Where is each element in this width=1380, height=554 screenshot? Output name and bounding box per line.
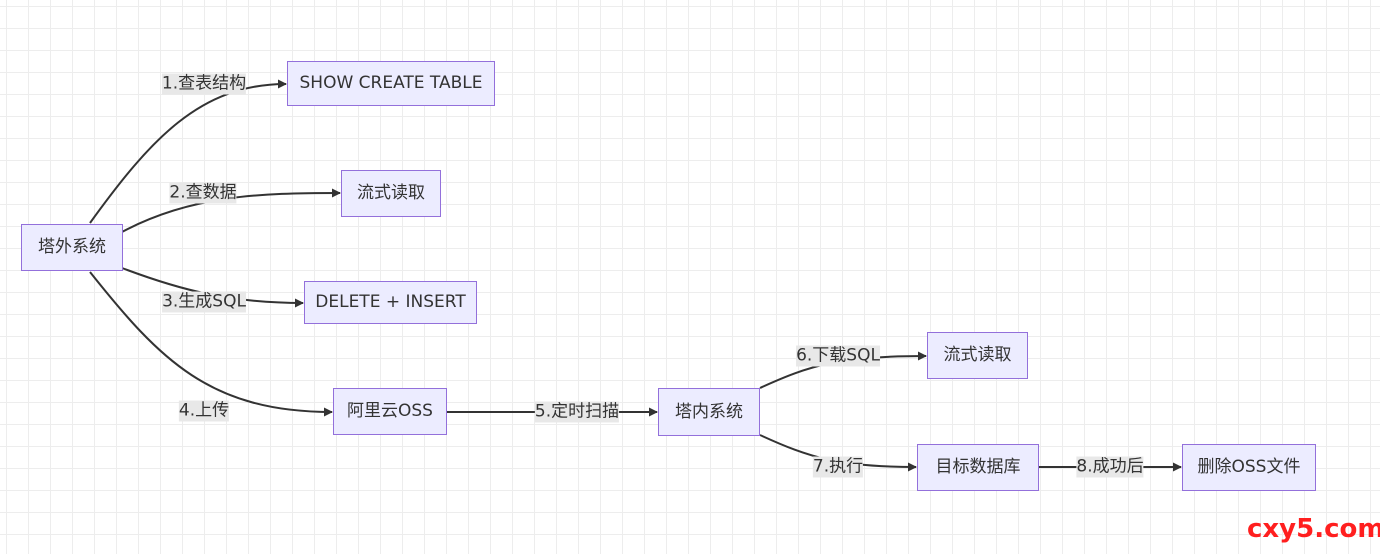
edge-label-5: 5.定时扫描 xyxy=(534,401,620,423)
node-target-db: 目标数据库 xyxy=(917,444,1039,491)
node-delete-insert: DELETE + INSERT xyxy=(304,281,477,324)
edge-label-2: 2.查数据 xyxy=(169,182,237,204)
edge-label-7: 7.执行 xyxy=(812,456,864,478)
edge-label-6: 6.下载SQL xyxy=(796,345,880,367)
edge-label-3: 3.生成SQL xyxy=(162,291,246,313)
node-stream-read-2: 流式读取 xyxy=(927,332,1028,379)
node-aliyun-oss: 阿里云OSS xyxy=(333,388,447,435)
edge-label-1: 1.查表结构 xyxy=(161,73,247,95)
node-outer-system: 塔外系统 xyxy=(21,224,123,271)
node-stream-read-1: 流式读取 xyxy=(341,170,441,217)
edge-label-8: 8.成功后 xyxy=(1076,456,1144,478)
edge-1-path xyxy=(89,79,287,224)
edge-label-4: 4.上传 xyxy=(178,400,230,422)
node-inner-system: 塔内系统 xyxy=(658,388,760,436)
watermark-logo: cxy5.com xyxy=(1247,514,1380,544)
node-show-create-table: SHOW CREATE TABLE xyxy=(287,61,495,106)
node-delete-oss-file: 删除OSS文件 xyxy=(1182,444,1316,491)
edge-4-path xyxy=(89,271,333,417)
